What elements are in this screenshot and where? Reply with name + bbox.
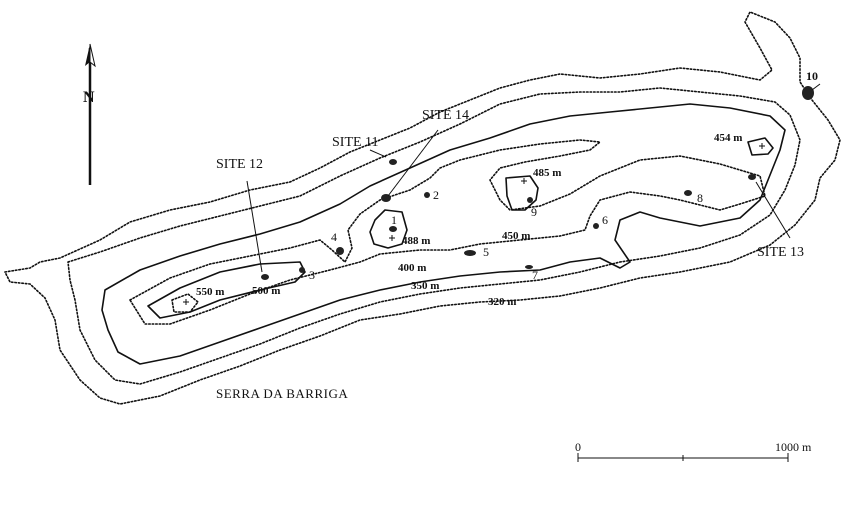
contour-400m xyxy=(101,103,786,365)
contour-hill-1 xyxy=(369,209,408,249)
site-13-label: SITE 13 xyxy=(757,245,805,260)
site-5-label: 5 xyxy=(483,245,489,259)
site-8-label: 8 xyxy=(697,191,703,205)
elevation-454m: 454 m xyxy=(714,132,743,144)
site-11-label: SITE 11 xyxy=(332,135,379,150)
site-markers xyxy=(261,86,814,280)
elevation-500m: 500 m xyxy=(252,285,281,297)
elevation-320m: 320 m xyxy=(488,296,517,308)
contour-450m xyxy=(129,139,766,325)
north-arrow-icon xyxy=(85,43,96,185)
elevation-550m: 550 m xyxy=(196,286,225,298)
summit-markers xyxy=(183,143,765,305)
contour-320m xyxy=(4,11,841,405)
scale-start-label: 0 xyxy=(575,440,581,454)
site-10-label: 10 xyxy=(806,69,818,83)
elevation-485m: 485 m xyxy=(533,167,562,179)
site-3-label: 3 xyxy=(309,268,315,282)
site-12-label: SITE 12 xyxy=(216,157,264,172)
contour-550m xyxy=(171,293,199,313)
elevation-450m: 450 m xyxy=(502,230,531,242)
site-2-label: 2 xyxy=(433,188,439,202)
elevation-400m: 400 m xyxy=(398,262,427,274)
scale-bar xyxy=(577,453,789,462)
contour-500m xyxy=(147,261,306,319)
site-9-label: 9 xyxy=(531,205,537,219)
site-7-label: 7 xyxy=(532,268,538,282)
scale-end-label: 1000 m xyxy=(775,440,812,454)
site-leader-lines xyxy=(246,83,821,273)
map-title: SERRA DA BARRIGA xyxy=(216,386,349,401)
contour-hill-454 xyxy=(747,137,774,156)
elevation-488m: 488 m xyxy=(402,235,431,247)
site-14-label: SITE 14 xyxy=(422,108,470,123)
site-1-label: 1 xyxy=(391,213,397,227)
north-label: N xyxy=(83,89,95,106)
contour-hill-9 xyxy=(505,175,539,211)
site-4-label: 4 xyxy=(331,230,337,244)
contour-350m xyxy=(67,87,801,385)
site-6-label: 6 xyxy=(602,213,608,227)
elevation-350m: 350 m xyxy=(411,280,440,292)
